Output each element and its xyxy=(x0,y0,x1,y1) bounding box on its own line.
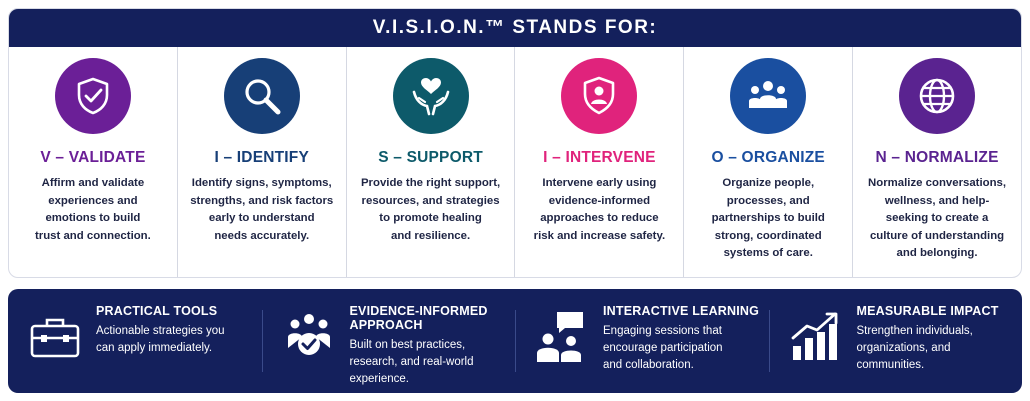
feature-title: INTERACTIVE LEARNING xyxy=(603,304,760,318)
pillar-description: Intervene early using evidence-informed … xyxy=(533,177,666,242)
banner: V.I.S.I.O.N.™ STANDS FOR: xyxy=(9,9,1021,47)
feature-evidence-informed: EVIDENCE-INFORMED APPROACH Built on best… xyxy=(261,304,516,385)
pillar-title: N – NORMALIZE xyxy=(875,149,999,166)
hands-heart-icon xyxy=(392,58,469,134)
pillar-organize: O – ORGANIZE Organize people, processes,… xyxy=(684,47,854,277)
vision-card: V.I.S.I.O.N.™ STANDS FOR: V – VALIDATE A… xyxy=(8,8,1022,278)
pillar-title: I – INTERVENE xyxy=(543,149,656,166)
toolbox-icon xyxy=(26,308,84,366)
feature-measurable-impact: MEASURABLE IMPACT Strengthen individuals… xyxy=(768,304,1023,378)
pillar-title: V – VALIDATE xyxy=(40,149,146,166)
pillar-title: O – ORGANIZE xyxy=(711,149,825,166)
pillars-row: V – VALIDATE Affirm and validate experie… xyxy=(9,47,1021,277)
banner-title: V.I.S.I.O.N.™ STANDS FOR: xyxy=(372,17,658,38)
feature-practical-tools: PRACTICAL TOOLS Actionable strategies yo… xyxy=(8,304,262,378)
shield-check-icon xyxy=(54,58,131,134)
pillar-support: S – SUPPORT Provide the right support, r… xyxy=(347,47,516,277)
magnifier-icon xyxy=(223,58,300,134)
feature-title: EVIDENCE-INFORMED APPROACH xyxy=(349,304,488,332)
chat-people-icon xyxy=(533,308,591,366)
pillar-description: Organize people, processes, and partners… xyxy=(711,177,825,259)
features-bar: PRACTICAL TOOLS Actionable strategies yo… xyxy=(8,289,1022,393)
feature-description: Engaging sessions that encourage partici… xyxy=(603,325,723,371)
feature-description: Built on best practices, research, and r… xyxy=(349,339,474,385)
pillar-title: I – IDENTIFY xyxy=(214,149,310,166)
pillar-description: Provide the right support, resources, an… xyxy=(360,177,501,242)
growth-chart-icon xyxy=(787,308,845,366)
pillar-description: Normalize conversations, wellness, and h… xyxy=(868,177,1007,259)
pillar-description: Identify signs, symptoms, strengths, and… xyxy=(190,177,334,242)
feature-description: Strengthen individuals, organizations, a… xyxy=(856,325,973,371)
group-people-icon xyxy=(730,58,807,134)
pillar-intervene: I – INTERVENE Intervene early using evid… xyxy=(515,47,685,277)
shield-person-icon xyxy=(561,58,638,134)
team-check-icon xyxy=(280,308,338,366)
feature-title: MEASURABLE IMPACT xyxy=(856,304,999,318)
pillar-validate: V – VALIDATE Affirm and validate experie… xyxy=(9,47,178,277)
globe-icon xyxy=(899,58,976,134)
pillar-identify: I – IDENTIFY Identify signs, symptoms, s… xyxy=(178,47,347,277)
pillar-normalize: N – NORMALIZE Normalize conversations, w… xyxy=(853,47,1021,277)
pillar-description: Affirm and validate experiences and emot… xyxy=(35,177,151,242)
pillar-title: S – SUPPORT xyxy=(378,149,483,166)
feature-description: Actionable strategies you can apply imme… xyxy=(96,325,225,354)
feature-title: PRACTICAL TOOLS xyxy=(96,304,218,318)
feature-interactive-learning: INTERACTIVE LEARNING Engaging sessions t… xyxy=(515,304,769,378)
